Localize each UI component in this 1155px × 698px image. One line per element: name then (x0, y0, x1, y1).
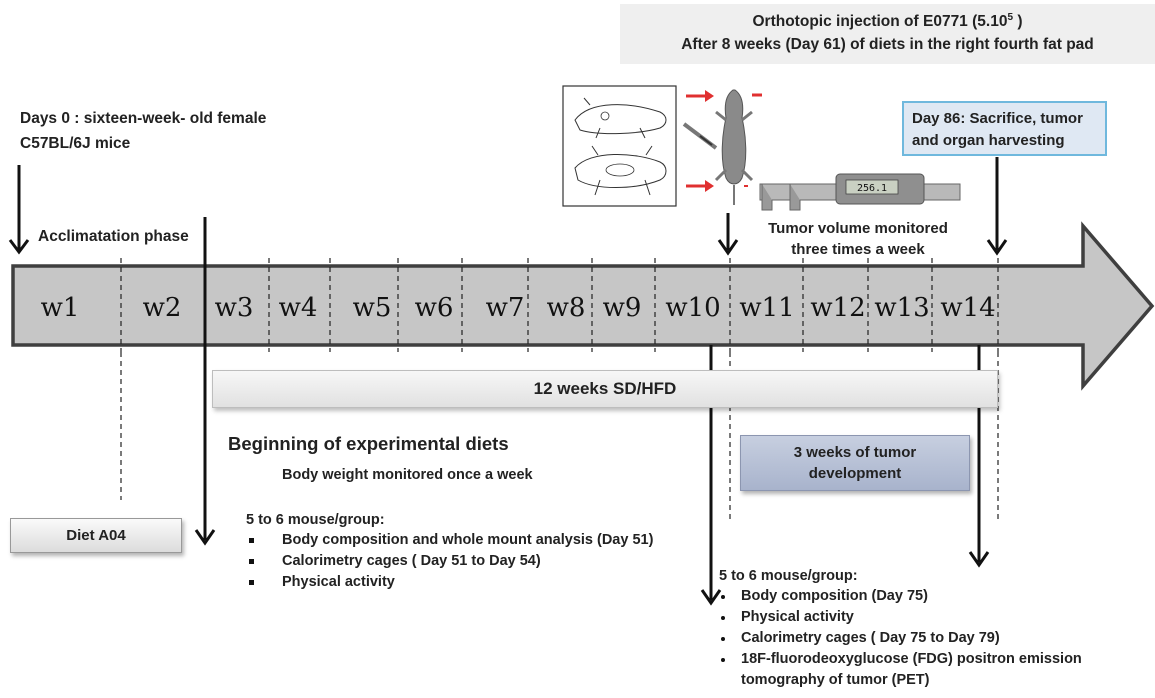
week-label: w13 (874, 293, 929, 323)
diet-duration-bar: 12 weeks SD/HFD (212, 370, 998, 408)
tumor-monitor-label: Tumor volume monitored three times a wee… (768, 220, 948, 258)
week-label: w14 (940, 293, 995, 323)
list-item: Body composition (Day 75) (719, 586, 1082, 607)
list-item: Physical activity (719, 607, 1082, 628)
acclimatation-label: Acclimatation phase (38, 228, 189, 245)
week-label: w1 (41, 293, 80, 323)
week-label: w2 (143, 293, 182, 323)
caliper-readout: 256.1 (857, 183, 887, 194)
week-label: w10 (665, 293, 720, 323)
week-separators (120, 258, 999, 352)
injection-title: Orthotopic injection of E0771 (5.105 ) (752, 12, 1023, 31)
week-label: w4 (279, 293, 318, 323)
body-weight-note: Body weight monitored once a week (282, 467, 533, 483)
timeline-arrow (11, 221, 1155, 391)
injection-timing: After 8 weeks (Day 61) of diets in the r… (681, 36, 1094, 53)
week-label: w11 (739, 293, 794, 323)
caliper-illustration: 256.1 (759, 173, 961, 211)
week-label: w12 (810, 293, 865, 323)
week-label: w9 (603, 293, 642, 323)
injection-illustration (682, 89, 762, 205)
diet-a04-box: Diet A04 (10, 518, 182, 553)
week-label: w6 (415, 293, 454, 323)
group1-heading: 5 to 6 mouse/group: (246, 512, 385, 528)
list-item: Body composition and whole mount analysi… (246, 530, 653, 551)
week-label: w8 (547, 293, 586, 323)
tumor-development-box: 3 weeks of tumor development (740, 435, 970, 491)
list-item-continuation: tomography of tumor (PET) (741, 672, 930, 688)
diet-start-heading: Beginning of experimental diets (228, 433, 509, 454)
group2-measurements: 5 to 6 mouse/group: Body composition (Da… (719, 568, 1082, 691)
list-item: Physical activity (246, 572, 653, 593)
injection-info-box: Orthotopic injection of E0771 (5.105 ) A… (620, 4, 1155, 64)
mouse-anatomy-illustration (562, 85, 677, 207)
list-item: Calorimetry cages ( Day 51 to Day 54) (246, 551, 653, 572)
list-item: 18F-fluorodeoxyglucose (FDG) positron em… (719, 649, 1082, 670)
group1-measurements: 5 to 6 mouse/group: Body composition and… (246, 512, 653, 593)
week-labels: w1 w2 w3 w4 w5 w6 w7 w8 w9 w10 w11 w12 w… (41, 293, 996, 323)
week-label: w3 (215, 293, 254, 323)
start-label: Days 0 : sixteen-week- old female C57BL/… (20, 110, 267, 152)
week-label: w7 (486, 293, 525, 323)
sacrifice-box: Day 86: Sacrifice, tumor and organ harve… (902, 101, 1107, 156)
list-item: Calorimetry cages ( Day 75 to Day 79) (719, 628, 1082, 649)
week-label: w5 (353, 293, 392, 323)
group2-heading: 5 to 6 mouse/group: (719, 568, 858, 584)
